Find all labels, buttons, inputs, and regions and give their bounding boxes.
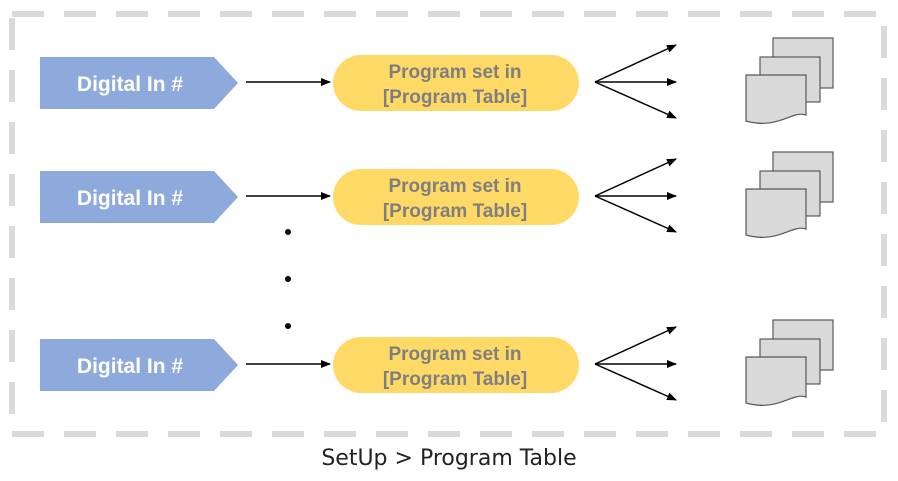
program-box-3: [333, 337, 579, 393]
fan-arrow-up-2: [594, 158, 677, 197]
row-3: Digital In # Program set in [Program Tab…: [40, 319, 834, 406]
digital-input-label-3: Digital In #: [77, 355, 184, 378]
fan-arrow-down-3: [594, 363, 677, 401]
fan-arrow-down-2: [594, 195, 677, 233]
fan-arrow-up-1: [594, 44, 677, 83]
dot-3: [285, 323, 291, 329]
document-stack-icon-3: [745, 319, 834, 406]
fan-arrow-down-1: [594, 81, 677, 119]
ellipsis-dots: [285, 229, 291, 329]
row-2: Digital In # Program set in [Program Tab…: [40, 151, 834, 238]
program-box-1: [333, 55, 579, 111]
row-1: Digital In # Program set in [Program Tab…: [40, 37, 834, 124]
digital-input-label-1: Digital In #: [77, 73, 184, 96]
digital-input-arrow-3: [40, 339, 238, 391]
digital-input-arrow-1: [40, 57, 238, 109]
program-line1-1: Program set in: [388, 62, 521, 83]
digital-input-arrow-2: [40, 171, 238, 223]
dot-1: [285, 229, 291, 235]
program-line2-2: [Program Table]: [383, 201, 527, 222]
program-line1-2: Program set in: [388, 176, 521, 197]
document-stack-icon-1: [745, 37, 834, 124]
dashed-frame: [9, 11, 887, 437]
document-stack-icon-2: [745, 151, 834, 238]
caption: SetUp > Program Table: [321, 446, 577, 471]
fan-arrow-up-3: [594, 326, 677, 365]
program-line2-1: [Program Table]: [383, 87, 527, 108]
dot-2: [285, 276, 291, 282]
program-line2-3: [Program Table]: [383, 369, 527, 390]
program-line1-3: Program set in: [388, 344, 521, 365]
program-box-2: [333, 169, 579, 225]
digital-input-label-2: Digital In #: [77, 187, 184, 210]
